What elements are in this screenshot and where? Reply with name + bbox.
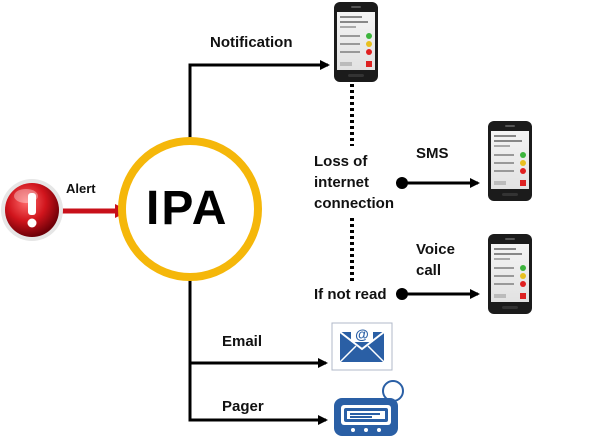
voice-call-line-2: call	[416, 262, 442, 279]
voice-call-label: Voice call	[416, 239, 455, 281]
if-not-read-label: If not read	[314, 286, 387, 303]
voice-call-phone-icon	[488, 234, 532, 314]
ipa-label: IPA	[146, 182, 229, 235]
alert-label: Alert	[66, 181, 96, 196]
sms-label: SMS	[416, 145, 449, 162]
email-label: Email	[222, 333, 263, 350]
notification-label: Notification	[210, 34, 293, 51]
voice-call-line-1: Voice	[416, 241, 455, 258]
loss-of-connection-label: Loss of internet connection	[314, 151, 394, 214]
sms-phone-icon	[488, 121, 532, 201]
pager-icon	[334, 380, 404, 436]
loss-of-connection-line-1: Loss of	[314, 153, 368, 170]
notification-phone-icon	[334, 2, 378, 82]
pager-label: Pager	[222, 398, 264, 415]
ipa-ring	[118, 137, 262, 281]
email-at-symbol: @	[355, 326, 369, 342]
email-icon: @	[331, 322, 393, 371]
notification-connector	[188, 60, 330, 138]
pager-connector	[188, 363, 328, 425]
loss-of-connection-line-2: internet	[314, 174, 370, 191]
loss-of-connection-line-3: connection	[314, 195, 395, 212]
alert-icon	[1, 179, 63, 241]
